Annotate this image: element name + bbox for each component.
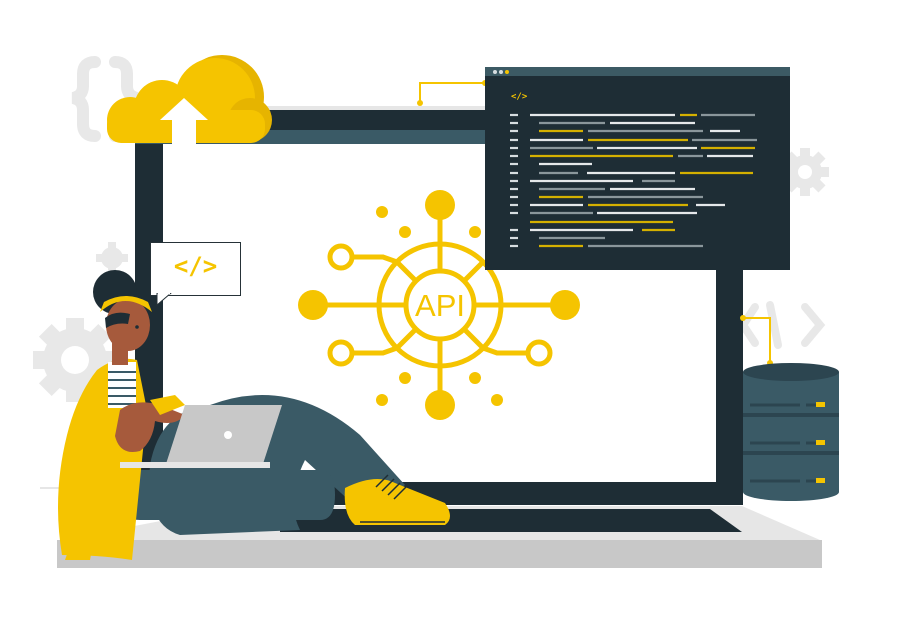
window-dot-icon [505, 70, 509, 74]
window-dot-icon [493, 70, 497, 74]
code-tag-icon: </> [511, 92, 528, 102]
gear-icon [781, 148, 829, 196]
speech-bubble: </> [150, 242, 241, 296]
cloud-upload-icon [107, 55, 272, 155]
window-dot-icon [499, 70, 503, 74]
code-brackets-icon [738, 301, 826, 349]
api-label: API [415, 288, 465, 323]
gear-icon [96, 242, 128, 274]
speech-bubble-tail [156, 293, 172, 307]
connector-lines [419, 82, 771, 362]
api-network-icon [315, 210, 565, 400]
code-lines [510, 113, 757, 248]
code-tag-icon: </> [173, 252, 218, 280]
woman-character [58, 270, 450, 560]
code-editor-window: </> [485, 67, 790, 270]
database-icon [743, 363, 839, 501]
window-titlebar [485, 67, 790, 76]
